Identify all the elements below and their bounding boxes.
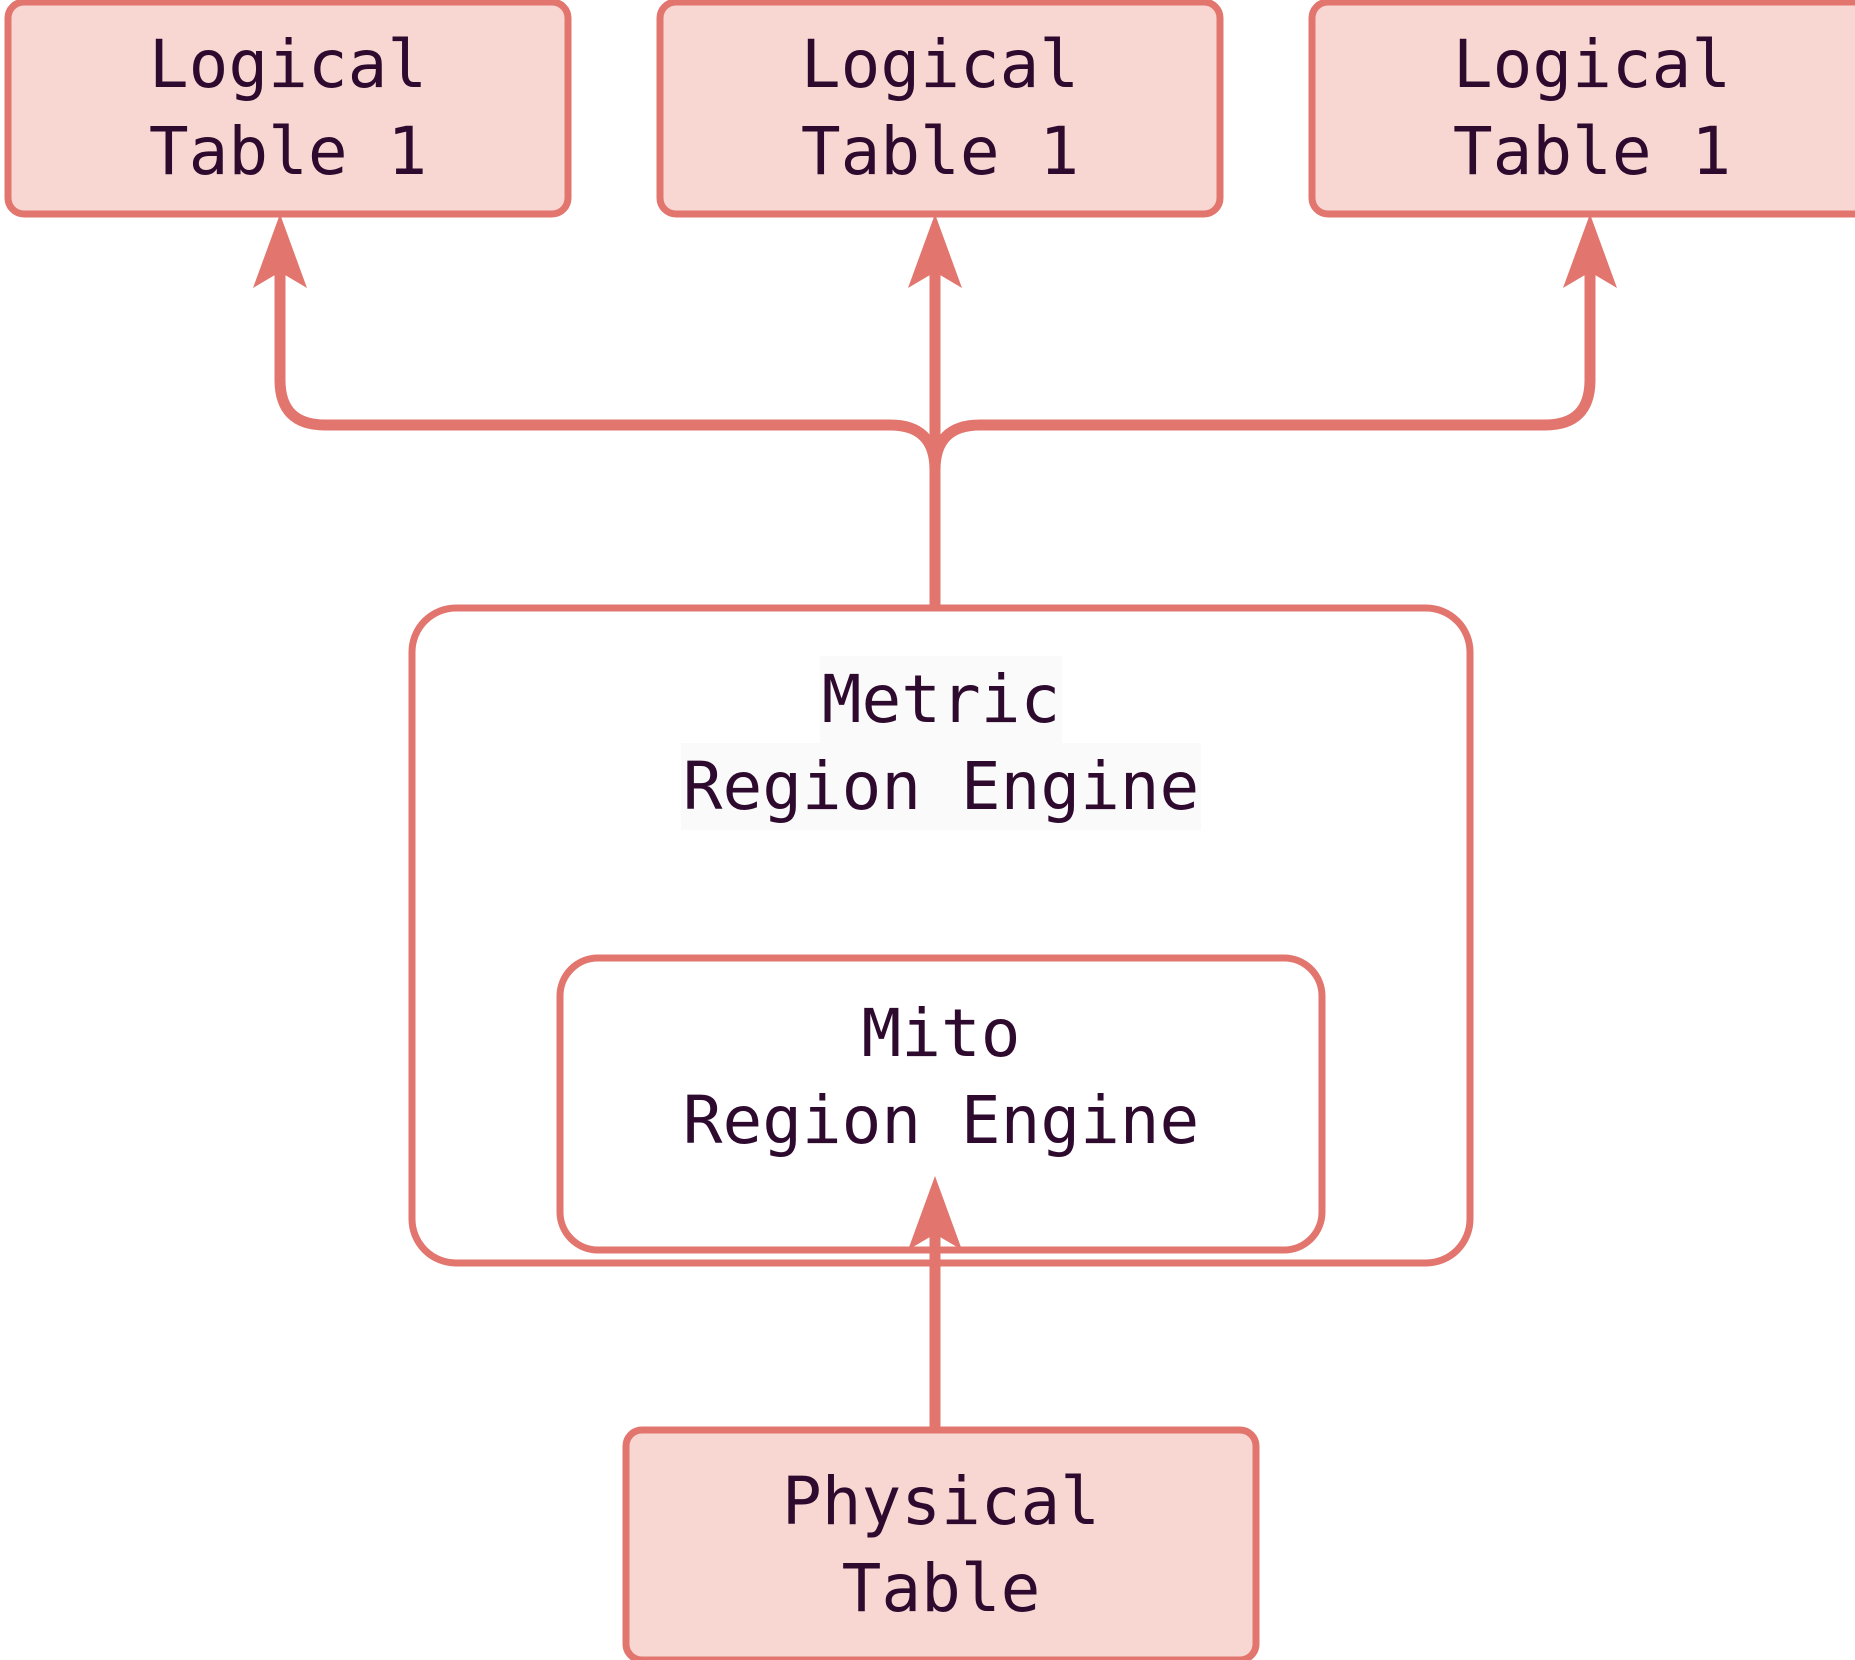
arrowhead-right-icon <box>1563 214 1617 288</box>
logical-table-right-box[interactable] <box>1308 0 1855 218</box>
logical-table-center-box[interactable] <box>656 0 1224 218</box>
edge-metric-to-logical-left-line <box>274 268 941 471</box>
physical-table-box[interactable] <box>622 1426 1260 1660</box>
arrowhead-mito-overlay-icon <box>908 1176 962 1250</box>
logical-table-left-box[interactable] <box>4 0 572 218</box>
arrowhead-center-icon <box>908 214 962 288</box>
mito-region-engine-box[interactable] <box>556 954 1326 1254</box>
edge-metric-to-logical-right-line <box>929 268 1596 471</box>
arrowhead-left-icon <box>253 214 307 288</box>
